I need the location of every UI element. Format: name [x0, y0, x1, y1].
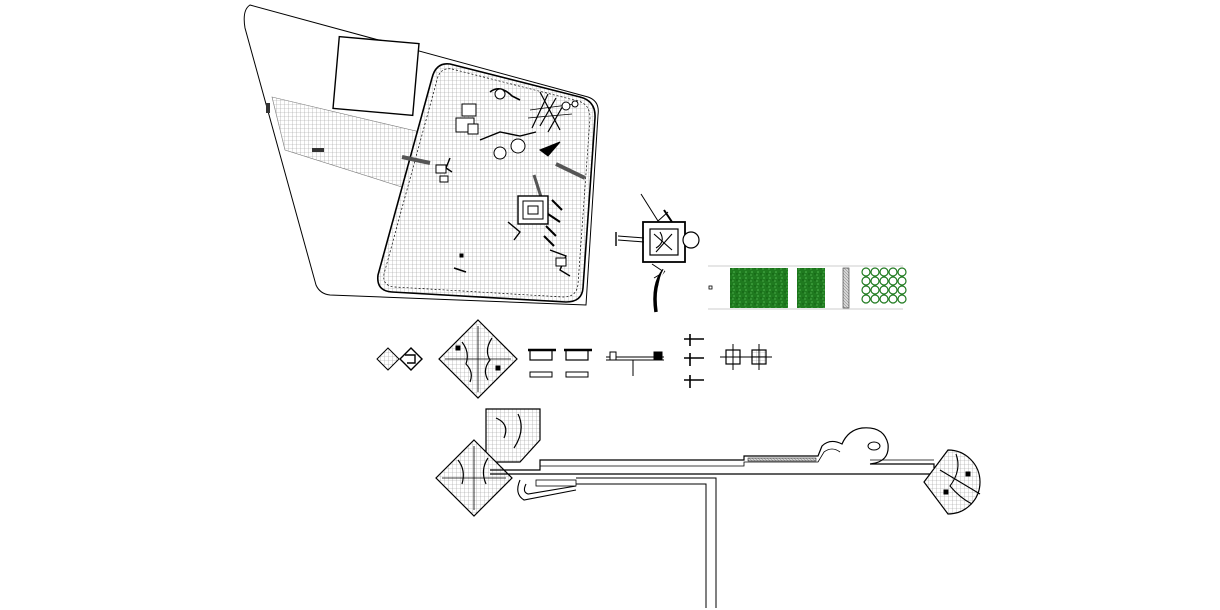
component-details [376, 319, 772, 399]
playground-equipment [401, 88, 586, 277]
post-detail-b [684, 353, 704, 366]
hedge-section [842, 267, 850, 309]
diamond-detail-small-b [399, 347, 423, 371]
fixture-detail-a [529, 349, 553, 361]
site-boundary [243, 4, 599, 306]
square-building [332, 35, 420, 117]
lawn-sample-a [730, 268, 788, 308]
corridor-upper-wall [490, 427, 935, 471]
shrub-grid [861, 267, 907, 304]
post-detail-a [684, 334, 704, 346]
plaza-inner-edge [383, 68, 591, 298]
upper-module [485, 408, 541, 463]
node-detail [615, 193, 700, 313]
vegetation-samples [708, 265, 907, 310]
side-marker [266, 103, 270, 113]
small-marker [708, 285, 713, 290]
entrance-marker [312, 148, 324, 152]
site-plan [243, 4, 599, 306]
post-detail-c [684, 375, 704, 388]
corridor-plan [435, 408, 981, 608]
plaza-area [376, 62, 596, 303]
circular-module [923, 449, 981, 515]
branch-corridor [576, 477, 717, 608]
fixture-detail-b [565, 349, 589, 361]
lawn-sample-b [797, 268, 825, 308]
diamond-detail-small-a [376, 347, 400, 371]
